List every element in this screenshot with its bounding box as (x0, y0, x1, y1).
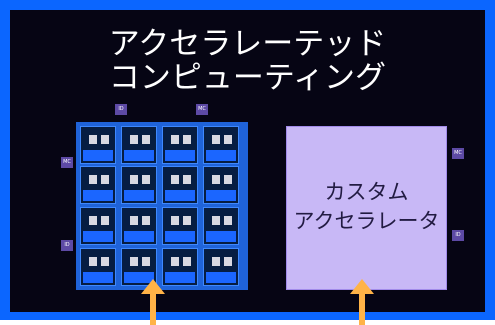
memory-bar (206, 231, 236, 242)
core-icon (142, 175, 150, 184)
memory-bar (206, 190, 236, 201)
processor-tile-top (165, 129, 195, 147)
mc-label-top: MC (196, 104, 208, 115)
core-icon (101, 216, 109, 225)
processor-tile-top (124, 210, 154, 228)
core-icon (130, 216, 138, 225)
diagram-title-line-1: アクセラレーテッド (108, 26, 387, 62)
memory-bar (83, 190, 113, 201)
memory-bar (206, 150, 236, 161)
custom-accelerator-box: カスタム アクセラレータ (286, 126, 447, 290)
memory-bar (165, 272, 195, 283)
id-label-right: ID (452, 230, 464, 241)
processor-tile (121, 126, 157, 164)
core-icon (212, 175, 220, 184)
processor-tile-top (206, 129, 236, 147)
processor-tile-top (206, 210, 236, 228)
processor-tile-top (206, 169, 236, 187)
core-icon (183, 257, 191, 266)
processor-tile (162, 207, 198, 245)
core-icon (142, 257, 150, 266)
core-icon (212, 216, 220, 225)
core-icon (89, 135, 97, 144)
memory-bar (124, 150, 154, 161)
memory-bar (83, 150, 113, 161)
right-input-arrow-shaft (359, 292, 365, 325)
core-icon (130, 135, 138, 144)
core-icon (224, 175, 232, 184)
memory-bar (124, 190, 154, 201)
processor-tile-top (83, 129, 113, 147)
diagram-title-line-2: コンピューティング (108, 60, 387, 96)
core-icon (130, 175, 138, 184)
memory-bar (165, 190, 195, 201)
core-icon (183, 216, 191, 225)
core-icon (89, 216, 97, 225)
core-icon (224, 135, 232, 144)
core-icon (171, 216, 179, 225)
core-icon (142, 216, 150, 225)
memory-bar (165, 150, 195, 161)
core-icon (101, 135, 109, 144)
left-input-arrow-shaft (150, 292, 156, 325)
processor-tile (203, 166, 239, 204)
processor-tile (80, 248, 116, 286)
processor-tile-top (124, 169, 154, 187)
core-icon (130, 257, 138, 266)
memory-bar (124, 272, 154, 283)
core-icon (89, 257, 97, 266)
core-icon (171, 175, 179, 184)
id-label-left: ID (61, 240, 73, 251)
core-icon (224, 216, 232, 225)
processor-tile-top (83, 210, 113, 228)
left-input-arrow-head (141, 279, 165, 294)
core-icon (171, 135, 179, 144)
processor-tile-top (165, 169, 195, 187)
custom-accelerator-label-line-1: カスタム (324, 180, 409, 204)
core-icon (142, 135, 150, 144)
id-label-top: ID (115, 104, 127, 115)
core-icon (101, 175, 109, 184)
processor-tile (203, 207, 239, 245)
core-icon (212, 257, 220, 266)
memory-bar (165, 231, 195, 242)
processor-tile (80, 126, 116, 164)
processor-tile (162, 248, 198, 286)
core-icon (183, 175, 191, 184)
mc-label-left: MC (61, 157, 73, 168)
mc-label-right: MC (452, 148, 464, 159)
processor-tile-top (165, 251, 195, 269)
processor-tile (203, 248, 239, 286)
processor-tile (121, 207, 157, 245)
processor-tile (121, 166, 157, 204)
processor-tile (162, 166, 198, 204)
core-icon (224, 257, 232, 266)
memory-bar (206, 272, 236, 283)
core-icon (171, 257, 179, 266)
processor-tile (203, 126, 239, 164)
processor-tile-top (83, 251, 113, 269)
processor-tile-top (124, 251, 154, 269)
memory-bar (83, 272, 113, 283)
core-icon (183, 135, 191, 144)
processor-tile-top (83, 169, 113, 187)
core-icon (101, 257, 109, 266)
processor-tile (162, 126, 198, 164)
custom-accelerator-label-line-2: アクセラレータ (293, 209, 440, 233)
memory-bar (124, 231, 154, 242)
processor-tile-top (206, 251, 236, 269)
processor-tile-top (165, 210, 195, 228)
core-icon (89, 175, 97, 184)
processor-tile (80, 207, 116, 245)
core-icon (212, 135, 220, 144)
processor-tile (80, 166, 116, 204)
processor-tile-top (124, 129, 154, 147)
right-input-arrow-head (350, 279, 374, 294)
memory-bar (83, 231, 113, 242)
